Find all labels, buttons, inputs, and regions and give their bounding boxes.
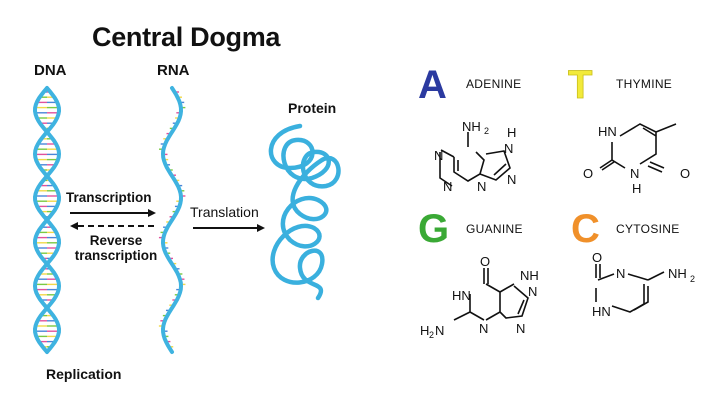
- guanine-hn: HN: [452, 288, 471, 303]
- thymine-o4: O: [680, 166, 690, 181]
- thymine-h3: H: [632, 181, 641, 196]
- base-letter-t: T: [568, 63, 593, 107]
- guanine-nh: NH: [520, 268, 539, 283]
- adenine-h: H: [507, 125, 516, 140]
- guanine-o6: O: [480, 254, 490, 269]
- adenine-n9: N: [477, 179, 486, 194]
- translation-label: Translation: [190, 204, 259, 220]
- guanine-h2n-sub: 2: [429, 330, 434, 340]
- adenine-structure: [439, 132, 511, 187]
- base-letter-g: G: [418, 207, 450, 251]
- guanine-h2n-h: H: [420, 323, 429, 338]
- base-name-guanine: GUANINE: [466, 222, 523, 236]
- thymine-hn: HN: [598, 124, 617, 139]
- guanine-structure: [453, 268, 529, 321]
- translation-arrow: [193, 224, 265, 232]
- base-name-adenine: ADENINE: [466, 77, 522, 91]
- adenine-n7: N: [507, 172, 516, 187]
- reverse-transcription-label: Reverse transcription: [70, 233, 162, 263]
- protein-chain: [268, 123, 341, 301]
- base-name-thymine: THYMINE: [616, 77, 673, 91]
- reverse-transcription-arrow: [70, 222, 156, 230]
- cytosine-nh2-sub: 2: [690, 274, 695, 284]
- transcription-label: Transcription: [66, 190, 152, 205]
- cytosine-hn: HN: [592, 304, 611, 319]
- thymine-n3: N: [630, 166, 639, 181]
- protein-coil: [268, 123, 341, 301]
- base-letter-a: A: [418, 63, 447, 107]
- guanine-n7: N: [528, 284, 537, 299]
- page-title: Central Dogma: [92, 22, 281, 52]
- cytosine-o2: O: [592, 250, 602, 265]
- reverse-label-line1: Reverse: [89, 233, 143, 248]
- guanine-n9: N: [516, 321, 525, 336]
- cytosine-n3: N: [616, 266, 625, 281]
- thymine-structure: [599, 123, 677, 173]
- base-letter-c: C: [571, 207, 600, 251]
- adenine-nh2-n: NH: [462, 119, 481, 134]
- cytosine-nh2-n: NH: [668, 266, 687, 281]
- dna-backbone: [32, 86, 62, 354]
- transcription-arrow: [70, 209, 156, 217]
- protein-label: Protein: [288, 100, 337, 116]
- adenine-nh2-sub: 2: [484, 126, 489, 136]
- rna-single-helix: [158, 86, 186, 354]
- guanine-n3: N: [479, 321, 488, 336]
- adenine-n-h: N: [504, 141, 513, 156]
- reverse-label-line2: transcription: [74, 248, 158, 263]
- adenine-n3: N: [443, 179, 452, 194]
- dna-double-helix: [32, 86, 62, 354]
- base-name-cytosine: CYTOSINE: [616, 222, 680, 236]
- rna-label: RNA: [157, 62, 190, 79]
- adenine-n1: N: [434, 148, 443, 163]
- cytosine-structure: [595, 264, 665, 313]
- dna-label: DNA: [34, 62, 67, 79]
- guanine-h2n-n: N: [435, 323, 444, 338]
- replication-label: Replication: [46, 366, 122, 382]
- thymine-o2: O: [583, 166, 593, 181]
- rna-backbone: [160, 86, 184, 354]
